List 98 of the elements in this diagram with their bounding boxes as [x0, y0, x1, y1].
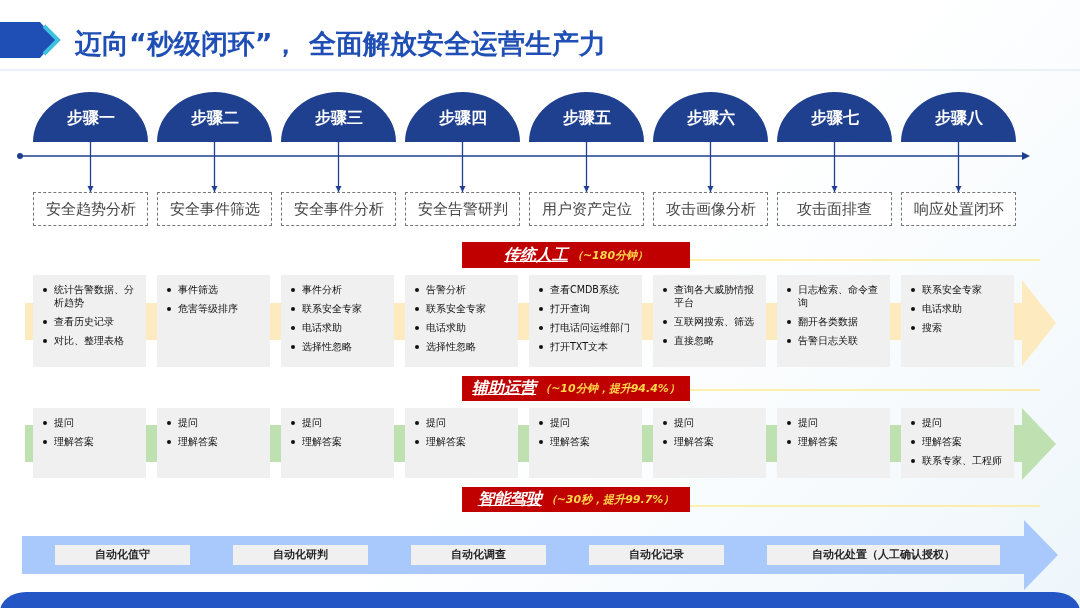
- bullet-text: 翻开各类数据: [798, 315, 858, 328]
- bullet-text: 理解答案: [798, 435, 838, 448]
- bullet-text: 告警分析: [426, 283, 466, 296]
- bullet-text: 提问: [54, 416, 74, 429]
- arrow: [955, 141, 962, 193]
- bullet-text: 提问: [922, 416, 942, 429]
- task-card: [281, 275, 394, 367]
- bullet-text: 理解答案: [302, 435, 342, 448]
- task-card: [33, 408, 146, 478]
- bullet-text: 事件筛选: [178, 283, 218, 296]
- bullet-text: 对比、整理表格: [54, 334, 124, 347]
- section-title: 传统人工: [503, 244, 568, 266]
- bullet-text: 理解答案: [54, 435, 94, 448]
- task-card: [405, 408, 518, 478]
- bullet-text: 查看历史记录: [54, 315, 114, 328]
- step-label: 步骤七: [809, 108, 860, 129]
- bullet-text: 选择性忽略: [302, 340, 352, 353]
- step-label: 步骤一: [65, 108, 116, 129]
- bullet-text: 危害等级排序: [178, 302, 238, 315]
- step-label: 步骤八: [933, 108, 984, 129]
- step-label: 步骤五: [561, 108, 612, 129]
- time-note: （~30秒，提升99.7%）: [545, 492, 675, 507]
- bullet-text: 选择性忽略: [426, 340, 476, 353]
- time-note: （~180分钟）: [571, 247, 649, 263]
- task-card: [529, 275, 642, 367]
- automation-box: 自动化值守: [55, 545, 190, 565]
- step-box: 响应处置闭环: [901, 192, 1016, 226]
- bullet-text: 事件分析: [302, 283, 342, 296]
- bullet-text: 联系安全专家: [302, 302, 362, 315]
- automation-box: 自动化处置（人工确认授权）: [767, 545, 1000, 565]
- bullet-text: 提问: [302, 416, 322, 429]
- bullet-text: 电话求助: [302, 321, 342, 334]
- task-card: [33, 275, 146, 367]
- bullet-text: 提问: [426, 416, 446, 429]
- arrow: [335, 141, 342, 193]
- section-banner: [462, 487, 690, 512]
- arrow: [211, 141, 218, 193]
- section-banner: [462, 376, 690, 401]
- task-card: [157, 408, 270, 478]
- bullet-text: 查看CMDB系统: [550, 283, 619, 296]
- task-card: [405, 275, 518, 367]
- step-label: 步骤二: [189, 108, 240, 129]
- step-box: 攻击画像分析: [653, 192, 768, 226]
- step-label: 步骤三: [313, 108, 364, 129]
- bullet-text: 互联网搜索、筛选: [674, 315, 754, 328]
- bullet-text: 提问: [178, 416, 198, 429]
- task-card: [653, 408, 766, 478]
- step-box: 安全趋势分析: [33, 192, 148, 226]
- step-box: 安全告警研判: [405, 192, 520, 226]
- task-card: [653, 275, 766, 367]
- step-box: 安全事件分析: [281, 192, 396, 226]
- bullet-text: 打开查询: [550, 302, 590, 315]
- section-banner: [462, 242, 690, 268]
- bullet-text: 查询各大威胁情报平台: [674, 283, 755, 309]
- step-label: 步骤四: [437, 108, 488, 129]
- task-card: [157, 275, 270, 367]
- bullet-text: 理解答案: [426, 435, 466, 448]
- task-card: [901, 275, 1014, 367]
- bullet-text: 日志检索、命令查询: [798, 283, 879, 309]
- arrow: [707, 141, 714, 193]
- automation-box: 自动化调查: [411, 545, 546, 565]
- bullet-text: 告警日志关联: [798, 334, 858, 347]
- section-title: 辅助运营: [472, 378, 537, 399]
- bullet-text: 电话求助: [426, 321, 466, 334]
- arrow: [831, 141, 838, 193]
- slide-title: 迈向“秒级闭环”， 全面解放安全运营生产力: [75, 27, 606, 61]
- automation-box: 自动化研判: [233, 545, 368, 565]
- bullet-text: 理解答案: [674, 435, 714, 448]
- bullet-text: 提问: [674, 416, 694, 429]
- bullet-text: 理解答案: [178, 435, 218, 448]
- bullet-text: 直接忽略: [674, 334, 714, 347]
- step-box: 攻击面排查: [777, 192, 892, 226]
- bullet-text: 联系安全专家: [426, 302, 486, 315]
- bullet-text: 打电话问运维部门: [550, 321, 630, 334]
- bullet-text: 电话求助: [922, 302, 962, 315]
- bullet-text: 搜索: [922, 321, 942, 334]
- task-card: [281, 408, 394, 478]
- task-card: [901, 408, 1014, 478]
- section-title: 智能驾驶: [477, 489, 542, 510]
- bullet-text: 联系安全专家: [922, 283, 982, 296]
- automation-box: 自动化记录: [589, 545, 724, 565]
- bullet-text: 理解答案: [550, 435, 590, 448]
- task-card: [777, 275, 890, 367]
- arrow: [459, 141, 466, 193]
- task-card: [529, 408, 642, 478]
- step-box: 用户资产定位: [529, 192, 644, 226]
- arrow: [583, 141, 590, 193]
- bullet-text: 打开TXT文本: [550, 340, 609, 353]
- bullet-text: 统计告警数据、分析趋势: [54, 283, 135, 309]
- bullet-text: 理解答案: [922, 435, 962, 448]
- bullet-text: 联系专家、工程师: [922, 454, 1002, 467]
- bullet-text: 提问: [798, 416, 818, 429]
- step-label: 步骤六: [685, 108, 736, 129]
- step-box: 安全事件筛选: [157, 192, 272, 226]
- task-card: [777, 408, 890, 478]
- arrow: [87, 141, 94, 193]
- time-note: （~10分钟，提升94.4%）: [540, 381, 680, 396]
- bullet-text: 提问: [550, 416, 570, 429]
